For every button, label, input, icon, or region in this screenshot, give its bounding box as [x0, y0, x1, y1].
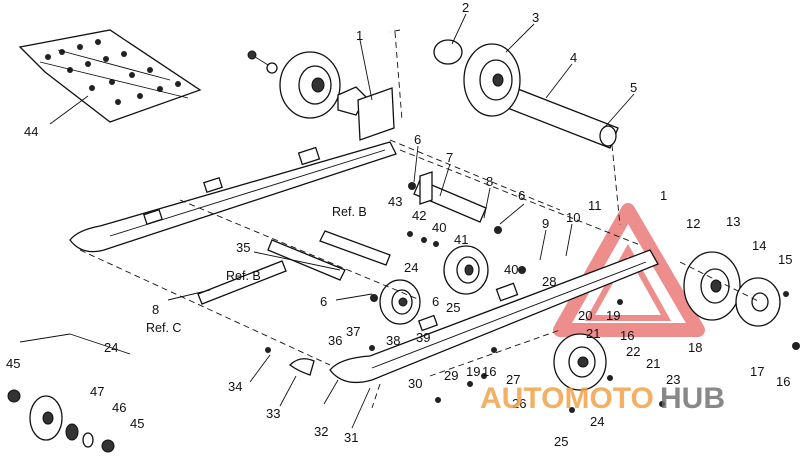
callout-label: 16 — [620, 328, 634, 343]
callout-label: 44 — [24, 124, 38, 139]
callout-label: 8 — [152, 302, 159, 317]
callout-label: 18 — [688, 340, 702, 355]
part-24-wheel-left — [379, 279, 421, 325]
callout-label: 2 — [462, 0, 469, 15]
part-1-idler-upper — [247, 50, 395, 141]
callout-label: 36 — [328, 333, 342, 348]
leader-44 — [49, 95, 89, 125]
callout-label: 45 — [130, 416, 144, 431]
callout-label: 29 — [444, 368, 458, 383]
callout-label: 19 — [466, 364, 480, 379]
callout-label: 45 — [6, 356, 20, 371]
callout-label: 12 — [686, 216, 700, 231]
part-4-axle — [433, 39, 619, 149]
callout-label: 15 — [778, 252, 792, 267]
callout-label: 33 — [266, 406, 280, 421]
callout-label: 24 — [104, 340, 118, 355]
part-44-stud-pad — [18, 29, 202, 123]
callout-label: 14 — [752, 238, 766, 253]
part-14-flange — [735, 277, 781, 327]
callout-label: 37 — [346, 324, 360, 339]
part-13-wheel — [683, 251, 741, 321]
callout-label: 32 — [314, 424, 328, 439]
callout-label: 46 — [112, 400, 126, 415]
callout-label: 24 — [404, 260, 418, 275]
callout-label: 8 — [486, 174, 493, 189]
callout-label: 17 — [750, 364, 764, 379]
leader-lines — [19, 13, 635, 429]
callout-label: 19 — [606, 308, 620, 323]
rail-upper — [69, 141, 397, 253]
callout-label: 16 — [776, 374, 790, 389]
watermark-text-right: HUB — [660, 382, 725, 415]
callout-label: 9 — [542, 216, 549, 231]
callout-label: 22 — [626, 344, 640, 359]
part-7-bracket — [413, 171, 487, 223]
callout-label: 40 — [432, 220, 446, 235]
callout-label: 3 — [532, 10, 539, 25]
part-24-wheel-mid — [443, 245, 489, 295]
callout-label: 30 — [408, 376, 422, 391]
callout-label: 39 — [416, 330, 430, 345]
callout-label: 40 — [504, 262, 518, 277]
callout-label: 6 — [518, 188, 525, 203]
callout-label: 38 — [386, 333, 400, 348]
part-24-wheel-exploded — [7, 389, 115, 453]
callout-label: 21 — [586, 326, 600, 341]
dashed-leaders — [79, 29, 761, 409]
callout-label: 47 — [90, 384, 104, 399]
callout-label: 31 — [344, 430, 358, 445]
watermark-text-left: AUTOMOTO — [480, 382, 654, 415]
part-33-slider — [289, 358, 315, 376]
callout-label: 25 — [554, 434, 568, 449]
callout-label: 43 — [388, 194, 402, 209]
callout-label: 23 — [666, 372, 680, 387]
callout-label: 7 — [446, 150, 453, 165]
callout-label: 21 — [646, 356, 660, 371]
callout-label: Ref. B — [332, 205, 367, 219]
callout-label: 10 — [566, 210, 580, 225]
callout-label: 25 — [446, 300, 460, 315]
hardware — [265, 182, 800, 413]
callout-label: 24 — [590, 414, 604, 429]
callout-label: 6 — [432, 294, 439, 309]
callout-label: 35 — [236, 240, 250, 255]
callout-label: 4 — [570, 50, 577, 65]
callout-label: 42 — [412, 208, 426, 223]
rail-lower — [329, 249, 659, 384]
part-24-wheel-lower — [553, 333, 607, 391]
callout-label: 28 — [542, 274, 556, 289]
callout-label: 13 — [726, 214, 740, 229]
callout-label: 26 — [512, 396, 526, 411]
callout-label: 6 — [320, 294, 327, 309]
callout-label: 6 — [414, 132, 421, 147]
callout-label: Ref. C — [146, 321, 181, 335]
callout-label: 41 — [454, 232, 468, 247]
callout-label: 34 — [228, 379, 242, 394]
callout-label: 16 — [482, 364, 496, 379]
tubes — [197, 230, 391, 305]
callout-label: Ref. B — [226, 269, 261, 283]
callout-label: 20 — [578, 308, 592, 323]
callout-label: 1 — [356, 28, 363, 43]
callout-label: 1 — [660, 188, 667, 203]
callout-label: 5 — [630, 80, 637, 95]
callout-label: 27 — [506, 372, 520, 387]
callout-label: 11 — [588, 198, 602, 213]
